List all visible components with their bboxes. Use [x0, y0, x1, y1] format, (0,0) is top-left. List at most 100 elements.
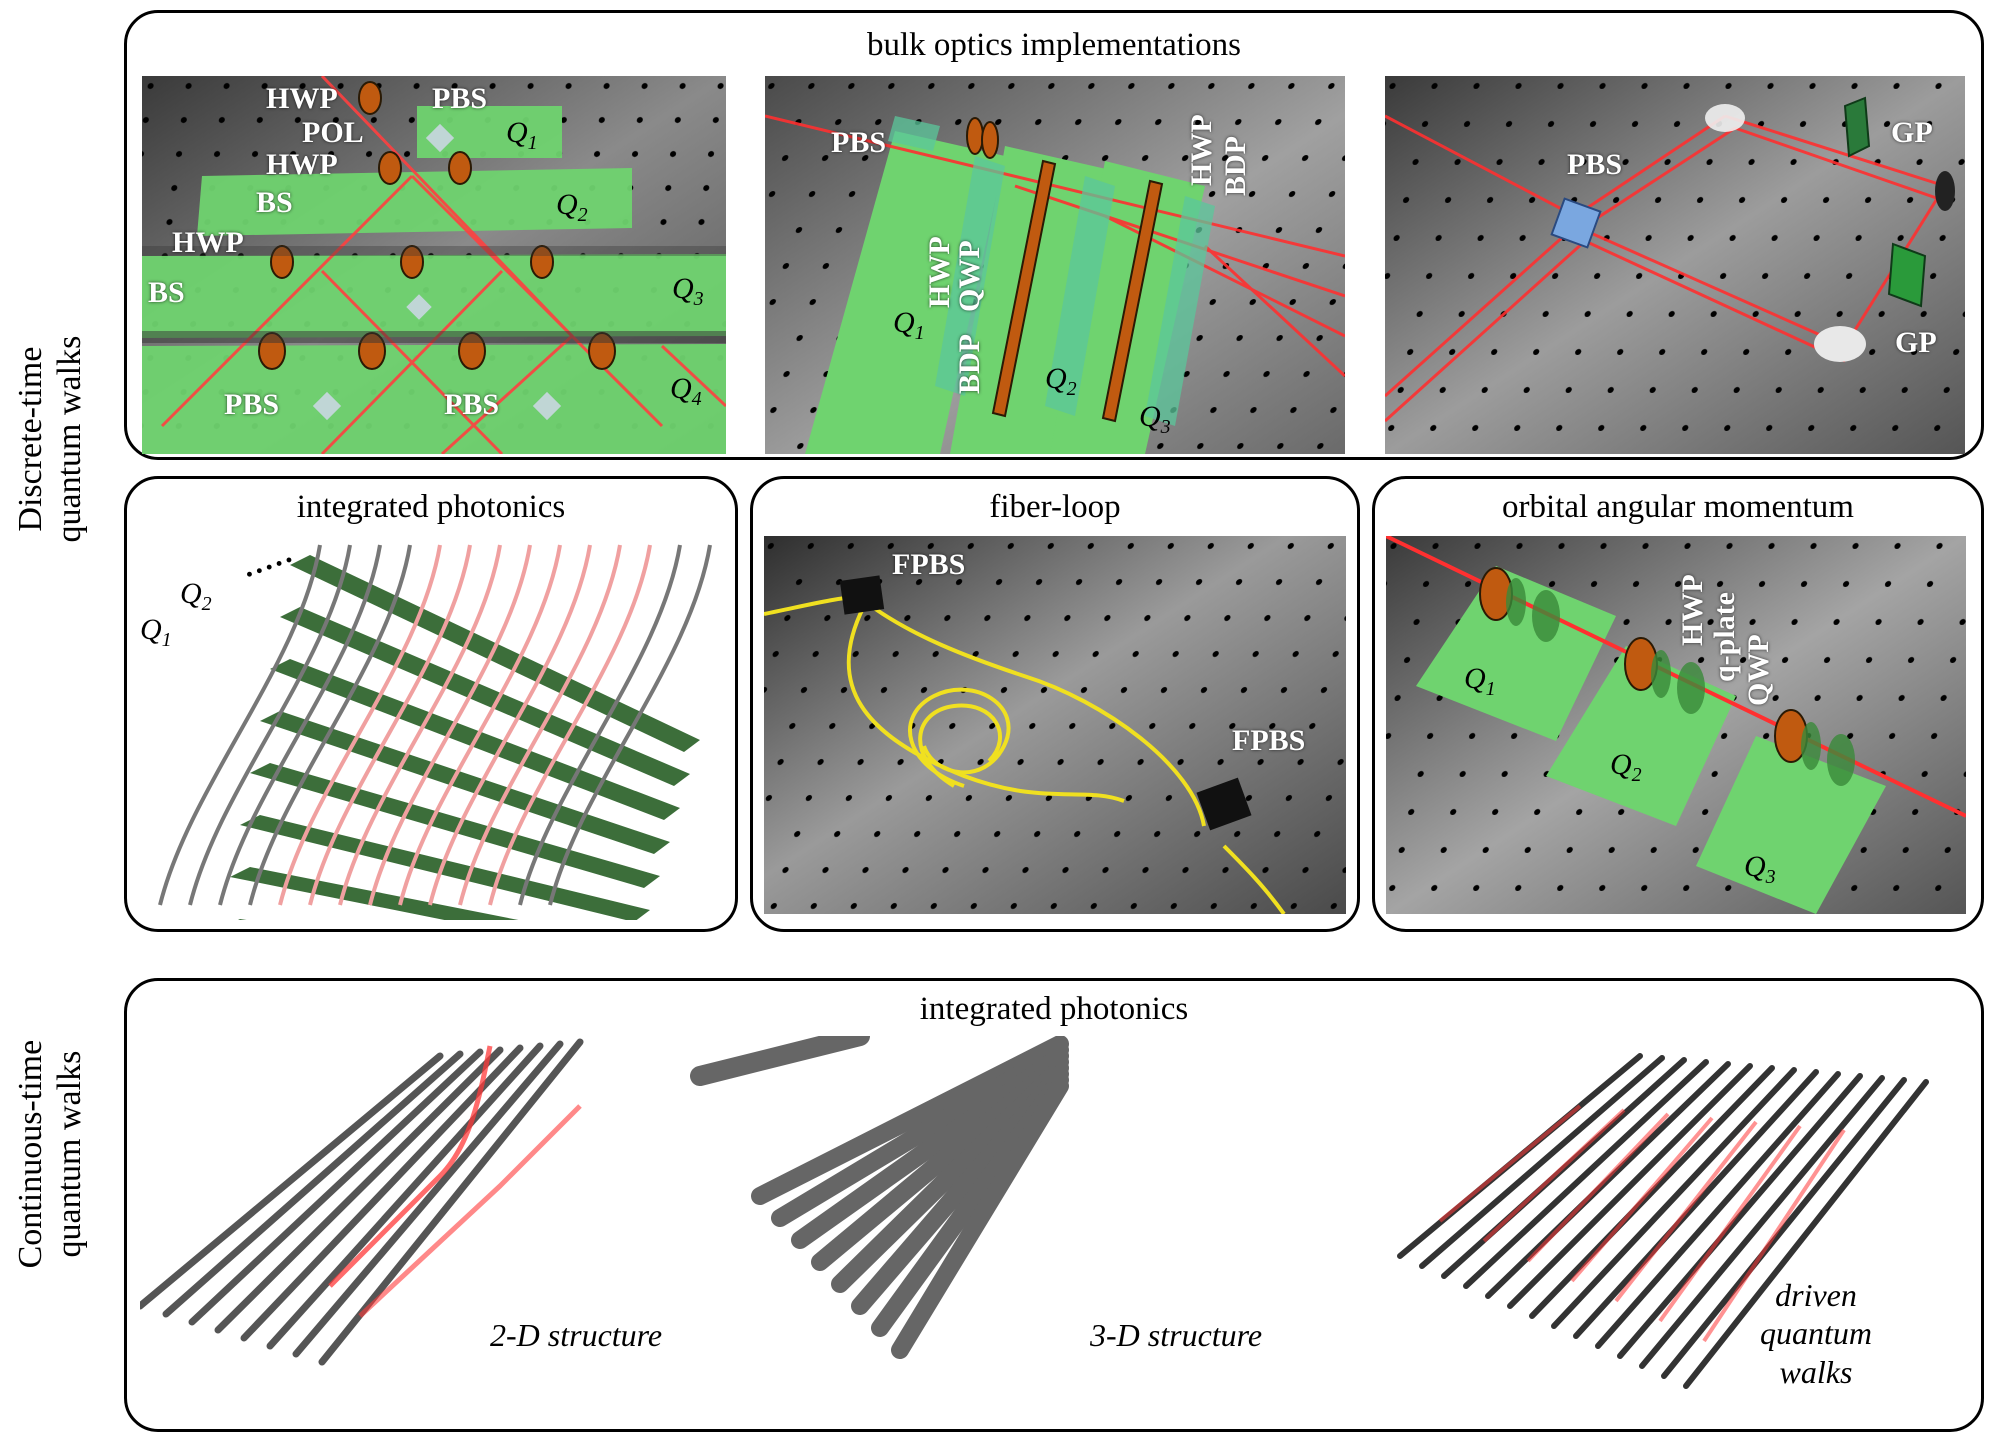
dt-waveguide: [398, 544, 562, 906]
p2-qwp-label: QWP: [953, 240, 986, 312]
ctdriven-waveguide: [1485, 1061, 1731, 1299]
ct2d-light-path: [328, 1045, 493, 1288]
continuous-line-2: quantum walks: [51, 1050, 88, 1258]
p1-bs1-label: BS: [256, 186, 293, 219]
bulk-optics-title: bulk optics implementations: [867, 27, 1241, 63]
ctdriven-light-segment: [1482, 1108, 1626, 1243]
dt-waveguide: [158, 544, 322, 906]
dt-waveguide: [338, 544, 502, 906]
ctdriven-light-segment: [1614, 1120, 1758, 1303]
caption-driven-3: walks: [1779, 1353, 1853, 1390]
ct2d-waveguide: [214, 1046, 504, 1334]
ctdriven-light-segment: [1438, 1104, 1582, 1223]
dt-waveguide: [548, 544, 712, 906]
discrete-line-2: quantum walks: [51, 335, 88, 543]
p2-hwp-a-label: HWP: [923, 236, 956, 308]
p1-pol-label: POL: [302, 116, 364, 149]
dt-waveguide: [278, 544, 442, 906]
dt-green-bar: [260, 711, 670, 854]
dt-green-bar: [250, 763, 660, 888]
ctdriven-light-segment: [1702, 1128, 1846, 1343]
ctdriven-waveguide: [1573, 1069, 1819, 1339]
p2-q2-label: Q2: [1045, 362, 1077, 400]
ctdriven-light-segment: [1570, 1116, 1714, 1283]
oam-qwp-label: QWP: [1742, 634, 1775, 706]
dt-waveguide: [518, 544, 682, 906]
ctdriven-waveguide: [1617, 1073, 1863, 1359]
p1-bs2-label: BS: [148, 276, 185, 309]
discrete-line-1: Discrete-time: [11, 346, 49, 532]
p1-hwp-top-label: HWP: [266, 82, 338, 115]
oam-q3-label: Q3: [1744, 850, 1776, 888]
dt-integrated-title: integrated photonics: [296, 489, 566, 525]
p1-pbs-b1-label: PBS: [224, 388, 280, 421]
ct3d-waveguide: [751, 1036, 1069, 1205]
ct2d-waveguide: [188, 1048, 484, 1326]
p2-q1-label: Q1: [893, 306, 925, 344]
p2-q3-label: Q3: [1139, 400, 1171, 438]
continuous-title: integrated photonics: [919, 991, 1189, 1027]
ctdriven-waveguide: [1419, 1055, 1665, 1269]
fiber-loop-scene: FPBS FPBS: [764, 536, 1346, 914]
p2-hwp-b-label: HWP: [1185, 114, 1218, 186]
fpbs2-label: FPBS: [1232, 724, 1306, 757]
ctdriven-light-segment: [1526, 1112, 1670, 1263]
ctdriven-waveguide: [1661, 1077, 1907, 1379]
oam-q2-label: Q2: [1610, 748, 1642, 786]
dt-waveguide: [188, 544, 352, 906]
bulk-panel-3: PBS GP GP: [1385, 76, 1965, 454]
oam-q1-label: Q1: [1464, 662, 1496, 700]
caption-2d: 2-D structure: [490, 1317, 663, 1353]
p2-pbs-label: PBS: [831, 126, 887, 159]
dt-waveguide: [458, 544, 622, 906]
p1-pbs-top-label: PBS: [432, 82, 488, 115]
p1-hwp-left-label: HWP: [172, 226, 244, 259]
continuous-time-label: Continuous-time quantum walks: [11, 1004, 89, 1304]
dt-green-bar: [280, 607, 690, 786]
ctdriven-waveguide: [1595, 1071, 1841, 1349]
fiber-loop-title: fiber-loop: [989, 489, 1121, 525]
dt-green-bar: [240, 815, 650, 920]
ctdriven-waveguide: [1529, 1065, 1775, 1319]
dt-waveguide: [218, 544, 382, 906]
oam-title: orbital angular momentum: [1502, 489, 1854, 525]
p1-q4-label: Q4: [670, 372, 702, 410]
caption-3d: 3-D structure: [1090, 1317, 1263, 1353]
p2-bdp-a-label: BDP: [953, 334, 986, 394]
bulk-panel-1: HWP PBS POL HWP BS HWP BS PBS PBS Q1 Q2 …: [142, 76, 726, 454]
oam-scene: HWP q-plate QWP Q1 Q2 Q3: [1386, 536, 1966, 914]
p3-gp1-label: GP: [1891, 116, 1933, 149]
ct3d-waveguide: [891, 1077, 1069, 1359]
dt-waveguide: [308, 544, 472, 906]
dt-waveguide: [248, 544, 412, 906]
ctdriven-waveguide: [1463, 1059, 1709, 1289]
dt-waveguide: [428, 544, 592, 906]
dt-q1-label: Q1: [140, 613, 172, 651]
ctdriven-light-segment: [1658, 1124, 1802, 1323]
p2-bdp-b-label: BDP: [1219, 136, 1252, 196]
discrete-time-label: Discrete-time quantum walks: [11, 289, 89, 589]
dt-q2-label: Q2: [180, 577, 212, 615]
continuous-line-1: Continuous-time: [11, 1039, 49, 1269]
dt-waveguide: [488, 544, 652, 906]
caption-driven: driven quantum walks: [1760, 1276, 1872, 1391]
oam-qplate-label: q-plate: [1708, 592, 1741, 682]
p3-gp2-label: GP: [1895, 326, 1937, 359]
ct2d-waveguide: [240, 1044, 524, 1342]
oam-hwp-label: HWP: [1676, 574, 1709, 646]
caption-driven-2: quantum: [1760, 1315, 1872, 1352]
ct-scenes: 2-D structure 3-D structure driven quant…: [140, 1036, 1970, 1426]
ct3d-waveguide: [690, 1036, 870, 1086]
dt-integrated-frame: integrated photonics: [124, 476, 738, 932]
ctdriven-waveguide: [1551, 1067, 1797, 1329]
dt-waveguide: [368, 544, 532, 906]
p1-q3-label: Q3: [672, 272, 704, 310]
p1-q2-label: Q2: [556, 188, 588, 226]
p1-hwp-mid-label: HWP: [266, 148, 338, 181]
dt-green-bar: [238, 919, 247, 920]
ct2d-waveguide: [266, 1042, 544, 1350]
ct2d-waveguide: [140, 1052, 444, 1310]
ct2d-waveguide: [162, 1050, 464, 1318]
p3-pbs-label: PBS: [1567, 148, 1623, 181]
ct2d-waveguide: [292, 1040, 564, 1358]
